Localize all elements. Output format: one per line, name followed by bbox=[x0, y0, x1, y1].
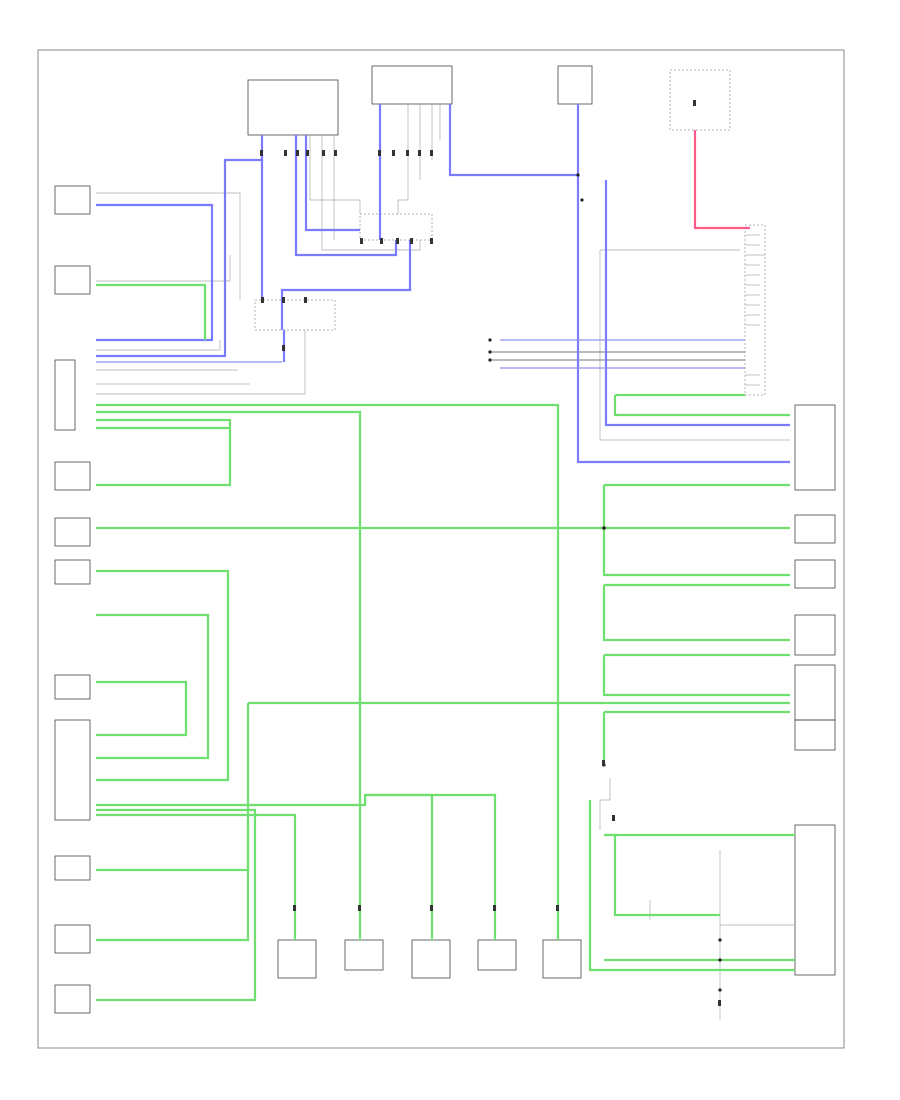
right-module-8 bbox=[794, 824, 836, 976]
junction-block-mid bbox=[254, 299, 336, 331]
pin-marks bbox=[260, 100, 721, 1006]
right-module-4 bbox=[794, 559, 836, 589]
top-left-module bbox=[247, 79, 339, 136]
bottom-module-2 bbox=[344, 939, 384, 971]
right-connector-pins bbox=[745, 234, 760, 386]
left-module-9 bbox=[54, 855, 91, 881]
right-connector-strip bbox=[744, 224, 766, 396]
right-module-5 bbox=[794, 614, 836, 656]
left-module-7 bbox=[54, 674, 91, 700]
diagram-frame bbox=[37, 49, 845, 1049]
right-modules bbox=[744, 224, 836, 976]
bottom-module-3 bbox=[411, 939, 451, 979]
left-module-4 bbox=[54, 461, 91, 491]
far-right-module bbox=[669, 69, 731, 131]
bottom-module-5 bbox=[542, 939, 582, 979]
left-module-2 bbox=[54, 265, 91, 295]
junction-block-top bbox=[359, 213, 433, 241]
bottom-module-1 bbox=[277, 939, 317, 979]
right-module-3 bbox=[794, 514, 836, 544]
left-module-3 bbox=[54, 359, 76, 431]
left-modules bbox=[54, 185, 91, 1014]
left-module-5 bbox=[54, 517, 91, 547]
signal-wires bbox=[96, 104, 795, 1020]
can-low-wires bbox=[96, 283, 795, 1002]
left-module-1 bbox=[54, 185, 91, 215]
bottom-module-4 bbox=[477, 939, 517, 971]
left-module-10 bbox=[54, 924, 91, 954]
power-wire bbox=[693, 130, 750, 230]
right-module-7 bbox=[794, 719, 836, 751]
left-module-11 bbox=[54, 984, 91, 1014]
can-high-wires bbox=[96, 104, 790, 464]
top-center-module bbox=[371, 65, 453, 105]
bottom-modules bbox=[277, 939, 582, 979]
top-right-module bbox=[557, 65, 593, 105]
left-module-8 bbox=[54, 719, 91, 821]
left-module-6 bbox=[54, 559, 91, 585]
right-module-6 bbox=[794, 664, 836, 721]
right-module-2 bbox=[794, 404, 836, 491]
